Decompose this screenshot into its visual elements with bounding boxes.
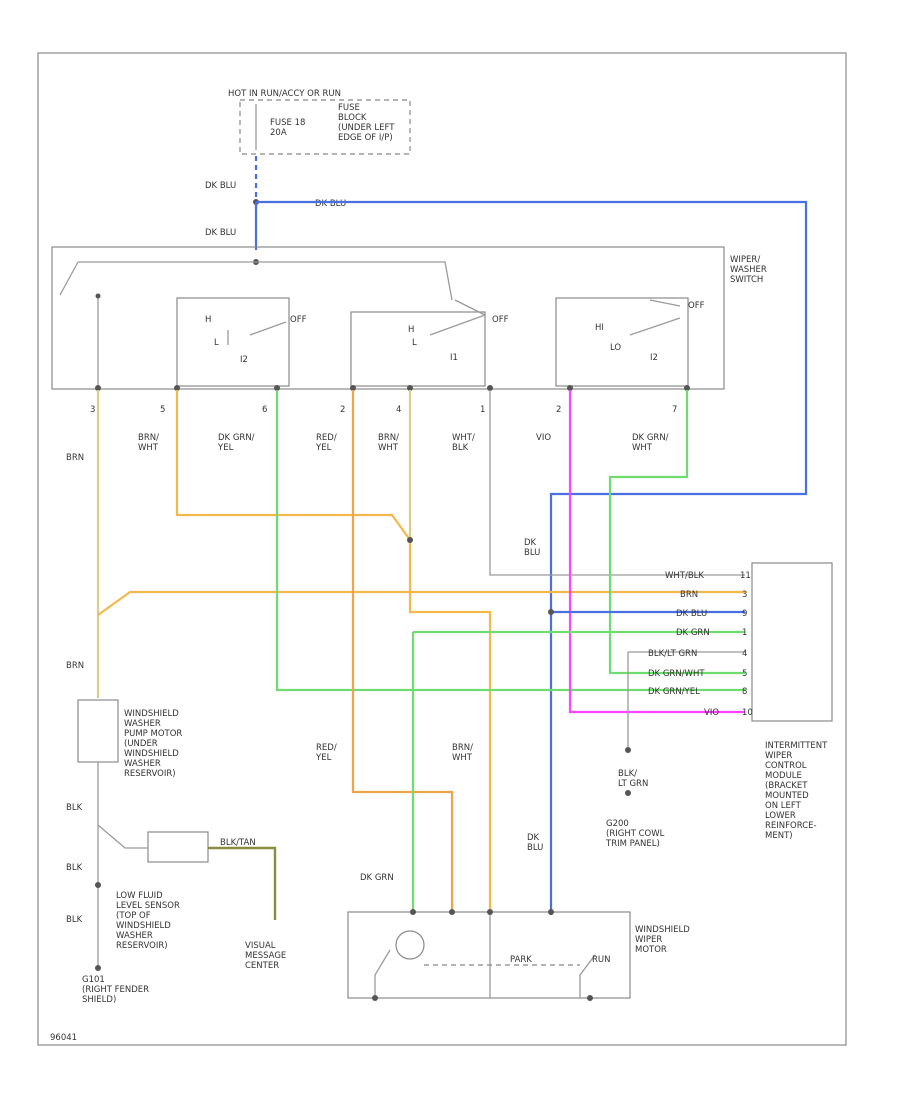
svg-text:4: 4	[742, 649, 747, 659]
dk-blu-label-2: DK BLU	[205, 228, 236, 238]
red-yel-lower-label: RED/YEL	[315, 743, 337, 763]
motor-armature	[395, 930, 425, 960]
svg-text:5: 5	[160, 405, 165, 415]
module-wire-labels: WHT/BLK 11 BRN 3 DK BLU 9 DK GRN 1 BLK/LT GR…	[648, 571, 753, 718]
wire-label-brn: BRN	[66, 453, 84, 463]
switch-section-3	[555, 297, 689, 387]
svg-text:WHT/BLK: WHT/BLK	[665, 571, 704, 581]
svg-text:3: 3	[90, 405, 95, 415]
svg-text:BLK: BLK	[66, 803, 83, 813]
motor-terminals	[410, 909, 554, 915]
pump-brn-label: BRN	[66, 661, 84, 671]
wire-label-dk-grn-yel: DK GRN/YEL	[217, 433, 255, 453]
vio-wire	[568, 390, 745, 714]
switch-bus	[59, 261, 453, 301]
svg-text:L: L	[412, 338, 417, 348]
svg-text:DK GRN: DK GRN	[676, 628, 710, 638]
svg-text:11: 11	[740, 571, 751, 581]
switch-section-2	[350, 311, 486, 387]
dk-grn-yel-wire	[275, 390, 745, 692]
dk-blu-label-1: DK BLU	[205, 181, 236, 191]
svg-text:I2: I2	[650, 353, 658, 363]
dk-blu-wire-main	[256, 200, 808, 915]
svg-text:2: 2	[340, 405, 345, 415]
intermittent-wiper-module-box	[751, 562, 833, 722]
wire-label-brn-wht: BRN/WHT	[138, 433, 159, 453]
svg-text:LO: LO	[610, 343, 621, 353]
hot-label: HOT IN RUN/ACCY OR RUN	[228, 89, 341, 99]
brn-wht-wire	[175, 390, 492, 912]
off-label-2: OFF	[492, 315, 509, 325]
svg-text:2: 2	[556, 405, 561, 415]
wiper-washer-switch-box	[51, 246, 725, 390]
fuse-block-box	[239, 99, 411, 155]
diagram-code: 96041	[50, 1033, 77, 1043]
svg-text:H: H	[205, 315, 211, 325]
svg-text:HI: HI	[595, 323, 604, 333]
wire-label-wht-blk: WHT/BLK	[452, 433, 475, 453]
off-label-3: OFF	[688, 301, 705, 311]
svg-text:5: 5	[742, 669, 747, 679]
dk-grn-wht-wire	[608, 390, 745, 675]
park-label: PARK	[510, 955, 532, 965]
svg-text:DK GRN/YEL: DK GRN/YEL	[648, 687, 700, 697]
wire-label-brn-wht-2: BRN/WHT	[378, 433, 399, 453]
off-label-1: OFF	[290, 315, 307, 325]
red-yel-wire	[351, 390, 454, 912]
svg-text:I2: I2	[240, 355, 248, 365]
brn-wht-lower-label: BRN/WHT	[452, 743, 473, 763]
svg-text:1: 1	[480, 405, 485, 415]
svg-text:L: L	[214, 338, 219, 348]
svg-text:H: H	[408, 325, 414, 335]
svg-text:10: 10	[742, 708, 753, 718]
svg-text:VIO: VIO	[704, 708, 719, 718]
blk-lt-grn-label: BLK/LT GRN	[618, 769, 648, 789]
dk-blu-label-horiz: DK BLU	[315, 199, 346, 209]
svg-text:DK GRN/WHT: DK GRN/WHT	[648, 669, 705, 679]
svg-text:7: 7	[672, 405, 677, 415]
blk-tan-label: BLK/TAN	[220, 838, 256, 848]
fluid-sensor-box	[147, 831, 209, 863]
wire-label-red-yel: RED/YEL	[315, 433, 337, 453]
switch-section-1	[176, 297, 290, 387]
blk-tan-wire	[208, 846, 277, 920]
svg-text:DK BLU: DK BLU	[676, 609, 707, 619]
svg-text:3: 3	[742, 590, 747, 600]
wht-blk-wire	[489, 390, 745, 576]
blk-lt-grn-wire	[627, 651, 745, 750]
svg-text:6: 6	[262, 405, 267, 415]
svg-text:4: 4	[396, 405, 401, 415]
svg-text:9: 9	[742, 609, 747, 619]
switch-pins: 3 5 6 2 4 1 2 7	[90, 385, 690, 415]
svg-text:BLK: BLK	[66, 915, 83, 925]
diagram-frame	[37, 52, 847, 1046]
washer-pump-box	[77, 699, 119, 763]
wire-label-vio: VIO	[536, 433, 551, 443]
run-label: RUN	[592, 955, 611, 965]
svg-text:BLK/LT GRN: BLK/LT GRN	[648, 649, 697, 659]
wire-label-dk-grn-wht: DK GRN/WHT	[632, 433, 669, 453]
brn-wire-module	[97, 590, 745, 616]
svg-text:1: 1	[742, 628, 747, 638]
svg-text:BLK: BLK	[66, 863, 83, 873]
dk-grn-lower-label: DK GRN	[360, 873, 394, 883]
wiper-motor-box	[347, 911, 631, 999]
svg-text:I1: I1	[450, 353, 458, 363]
svg-text:BRN: BRN	[680, 590, 698, 600]
svg-text:8: 8	[742, 687, 747, 697]
